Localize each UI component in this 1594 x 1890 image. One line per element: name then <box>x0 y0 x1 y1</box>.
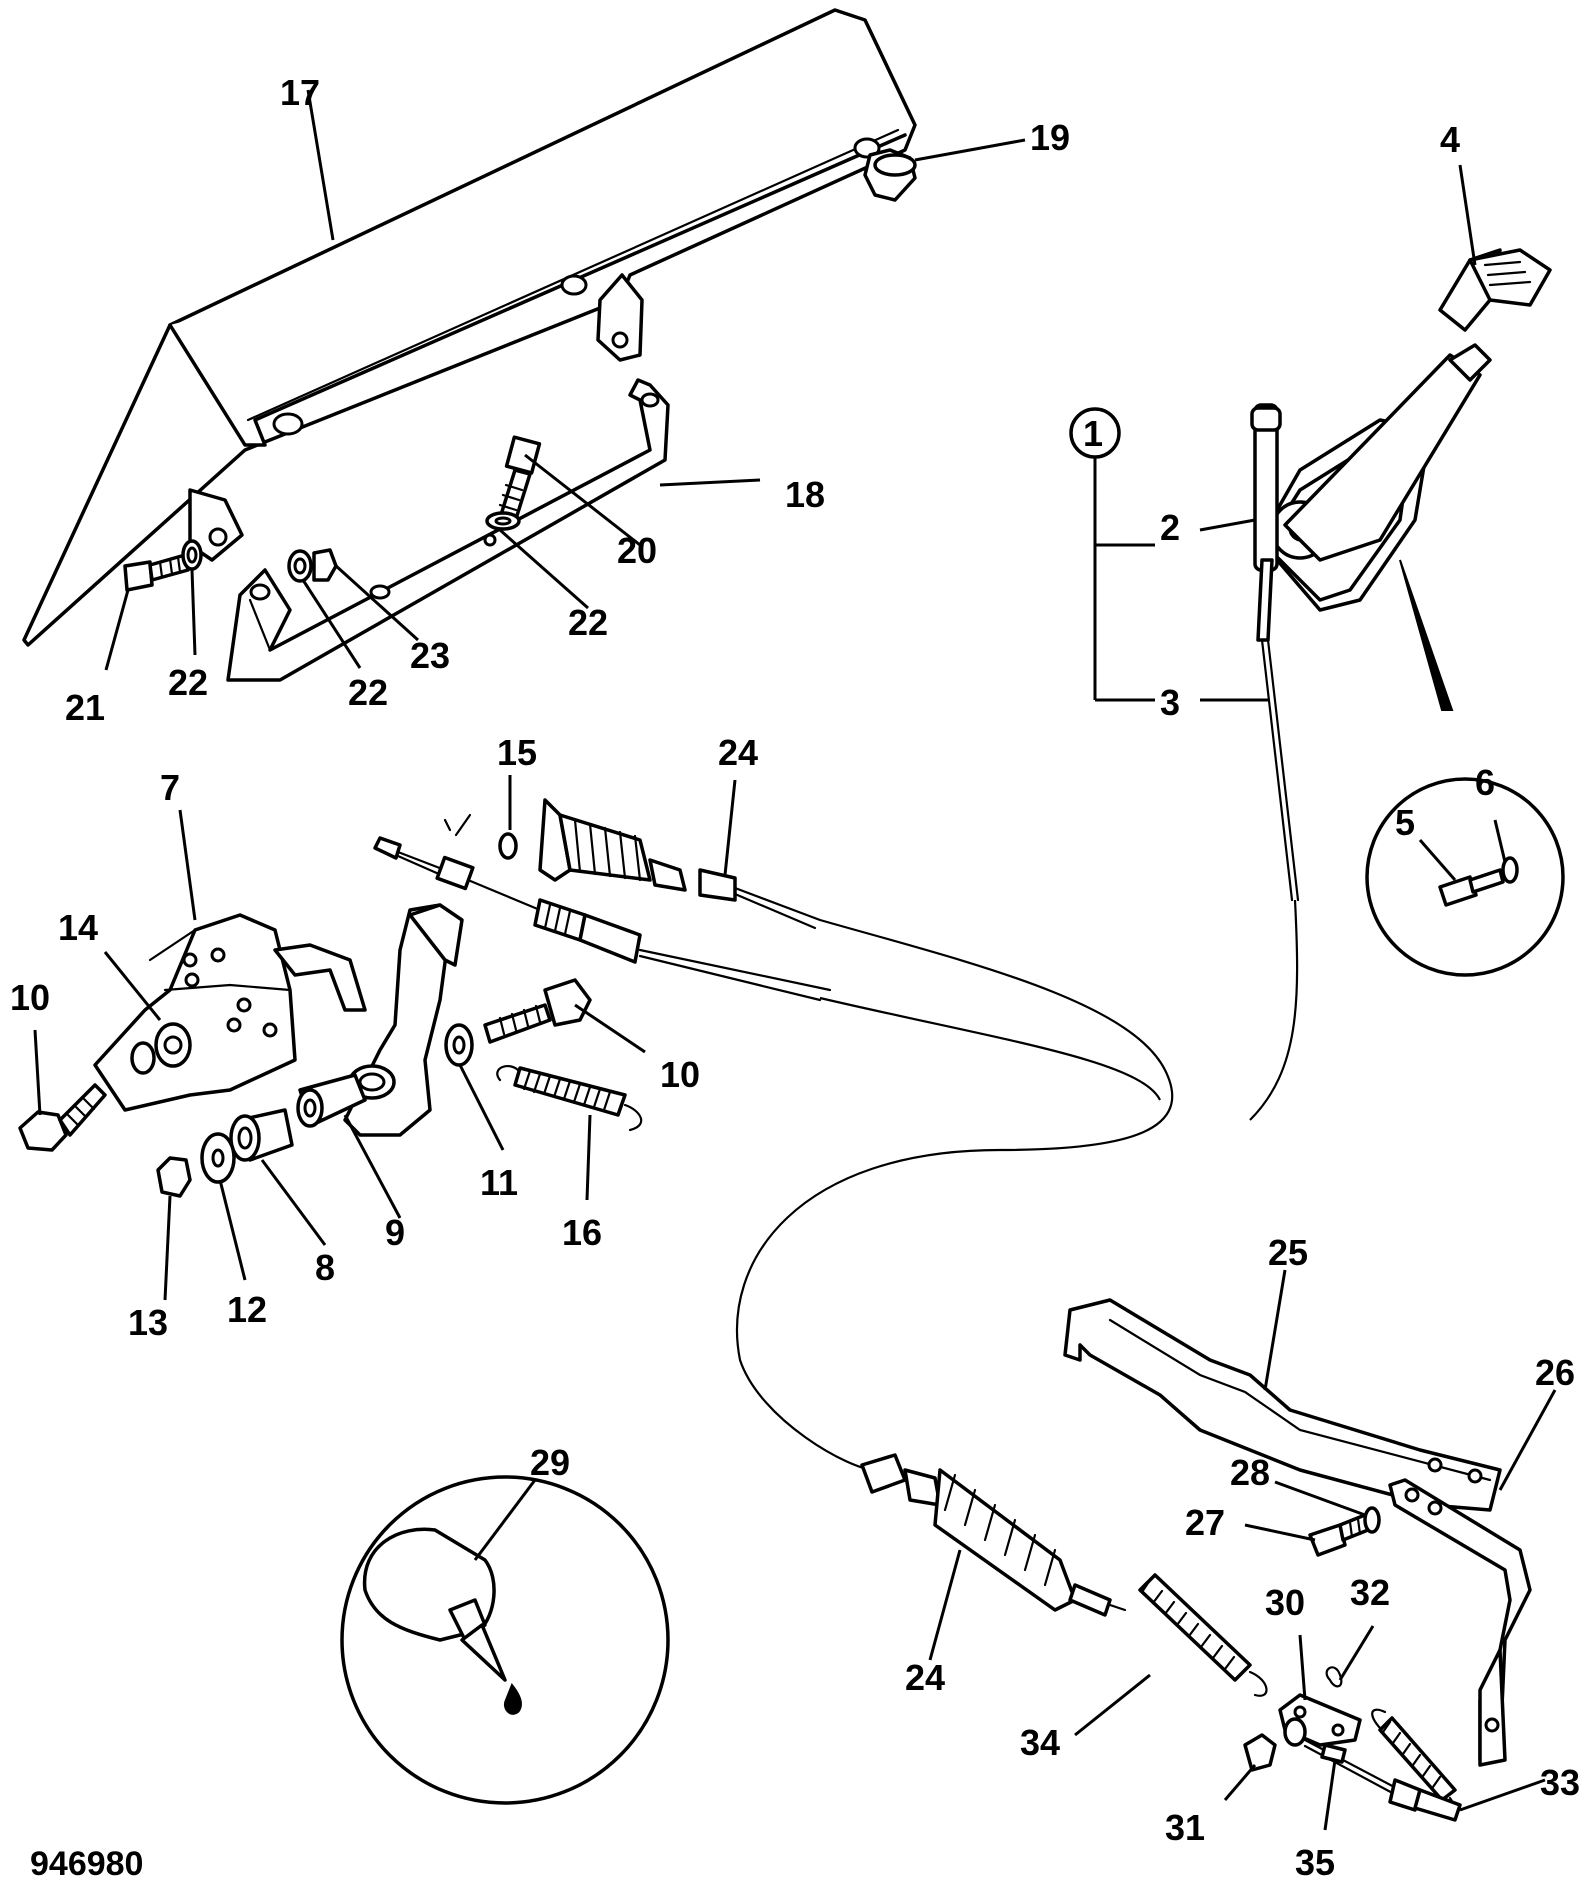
detail-circle-adhesive-bottle <box>340 1475 670 1805</box>
bolt-part-27 <box>1308 1506 1381 1557</box>
callout-16: 16 <box>562 1212 602 1253</box>
nut-part-23 <box>287 548 338 583</box>
callout-18: 18 <box>785 474 825 515</box>
callout-11: 11 <box>480 1162 518 1203</box>
callout-24a: 24 <box>718 732 758 773</box>
cover-plate-part-17 <box>22 8 917 647</box>
bushing-part-8 <box>229 1108 294 1162</box>
spring-part-33 <box>1371 1708 1457 1820</box>
spring-part-34 <box>1138 1573 1268 1697</box>
pivot-arm <box>343 903 464 1137</box>
bolt-part-10-right <box>483 978 592 1044</box>
callout-9: 9 <box>385 1212 405 1253</box>
callout-15: 15 <box>497 732 537 773</box>
cable-route-b <box>1249 899 1299 1121</box>
callout-31: 31 <box>1165 1807 1205 1848</box>
cable-end-upper <box>373 813 832 1002</box>
callout-32: 32 <box>1350 1572 1390 1613</box>
cable-route-a <box>735 918 1174 1472</box>
cable-end-part-24-lower <box>860 1453 1127 1617</box>
callout-34: 34 <box>1020 1722 1060 1763</box>
callout-14: 14 <box>58 907 98 948</box>
callout-25: 25 <box>1268 1232 1308 1273</box>
pivot-bracket-part-7 <box>93 913 367 1112</box>
bracket-part-25 <box>1063 1298 1502 1512</box>
pin-part-31 <box>1243 1717 1307 1772</box>
figure-id: 946980 <box>30 1845 143 1883</box>
spring-part-16 <box>496 1064 643 1132</box>
leader-lines <box>33 89 1557 1831</box>
callout-12: 12 <box>227 1289 267 1330</box>
callout-19: 19 <box>1030 117 1070 158</box>
bolt-part-10-left <box>18 1083 107 1152</box>
callout-6: 6 <box>1475 762 1495 803</box>
callout-4: 4 <box>1440 119 1460 160</box>
detail-circle-bolt-washer <box>1365 559 1565 977</box>
callout-10b: 10 <box>660 1054 700 1095</box>
rod-part-35 <box>1303 1738 1462 1822</box>
control-lever-assembly <box>1250 248 1552 902</box>
spacer-part-9 <box>296 1073 367 1128</box>
callout-35: 35 <box>1295 1842 1335 1883</box>
callout-5: 5 <box>1395 802 1415 843</box>
clip-part-32 <box>1325 1666 1343 1688</box>
plug-part-19 <box>863 148 917 202</box>
callout-labels: 1 2 3 4 5 6 7 8 9 10 10 11 12 13 14 15 1… <box>10 72 1580 1883</box>
callout-3: 3 <box>1160 682 1180 723</box>
bolt-part-21 <box>123 539 203 592</box>
callout-13: 13 <box>128 1302 168 1343</box>
callout-21: 21 <box>65 687 105 728</box>
cable-route-c <box>819 996 1161 1101</box>
callout-7: 7 <box>160 767 180 808</box>
callout-17: 17 <box>280 72 320 113</box>
callout-28: 28 <box>1230 1452 1270 1493</box>
callout-22b: 22 <box>348 672 388 713</box>
callout-2: 2 <box>1160 507 1180 548</box>
callout-10a: 10 <box>10 977 50 1018</box>
callout-1: 1 <box>1083 413 1103 454</box>
washer-part-12 <box>200 1132 236 1184</box>
callout-22c: 22 <box>568 602 608 643</box>
callout-20: 20 <box>617 530 657 571</box>
callout-23: 23 <box>410 635 450 676</box>
callout-8: 8 <box>315 1247 335 1288</box>
callout-27: 27 <box>1185 1502 1225 1543</box>
callout-33: 33 <box>1540 1762 1580 1803</box>
callout-30: 30 <box>1265 1582 1305 1623</box>
callout-26: 26 <box>1535 1352 1575 1393</box>
callout-22a: 22 <box>168 662 208 703</box>
bolt-part-20 <box>485 435 542 531</box>
bracket-part-18 <box>226 378 670 682</box>
nut-part-13 <box>156 1156 192 1198</box>
callout-29: 29 <box>530 1442 570 1483</box>
callout-24b: 24 <box>905 1657 945 1698</box>
bracket-part-26 <box>1388 1478 1532 1767</box>
cable-end-part-24-upper <box>538 798 822 930</box>
callout-circle-1 <box>1069 407 1121 459</box>
washer-part-11 <box>444 1023 474 1067</box>
